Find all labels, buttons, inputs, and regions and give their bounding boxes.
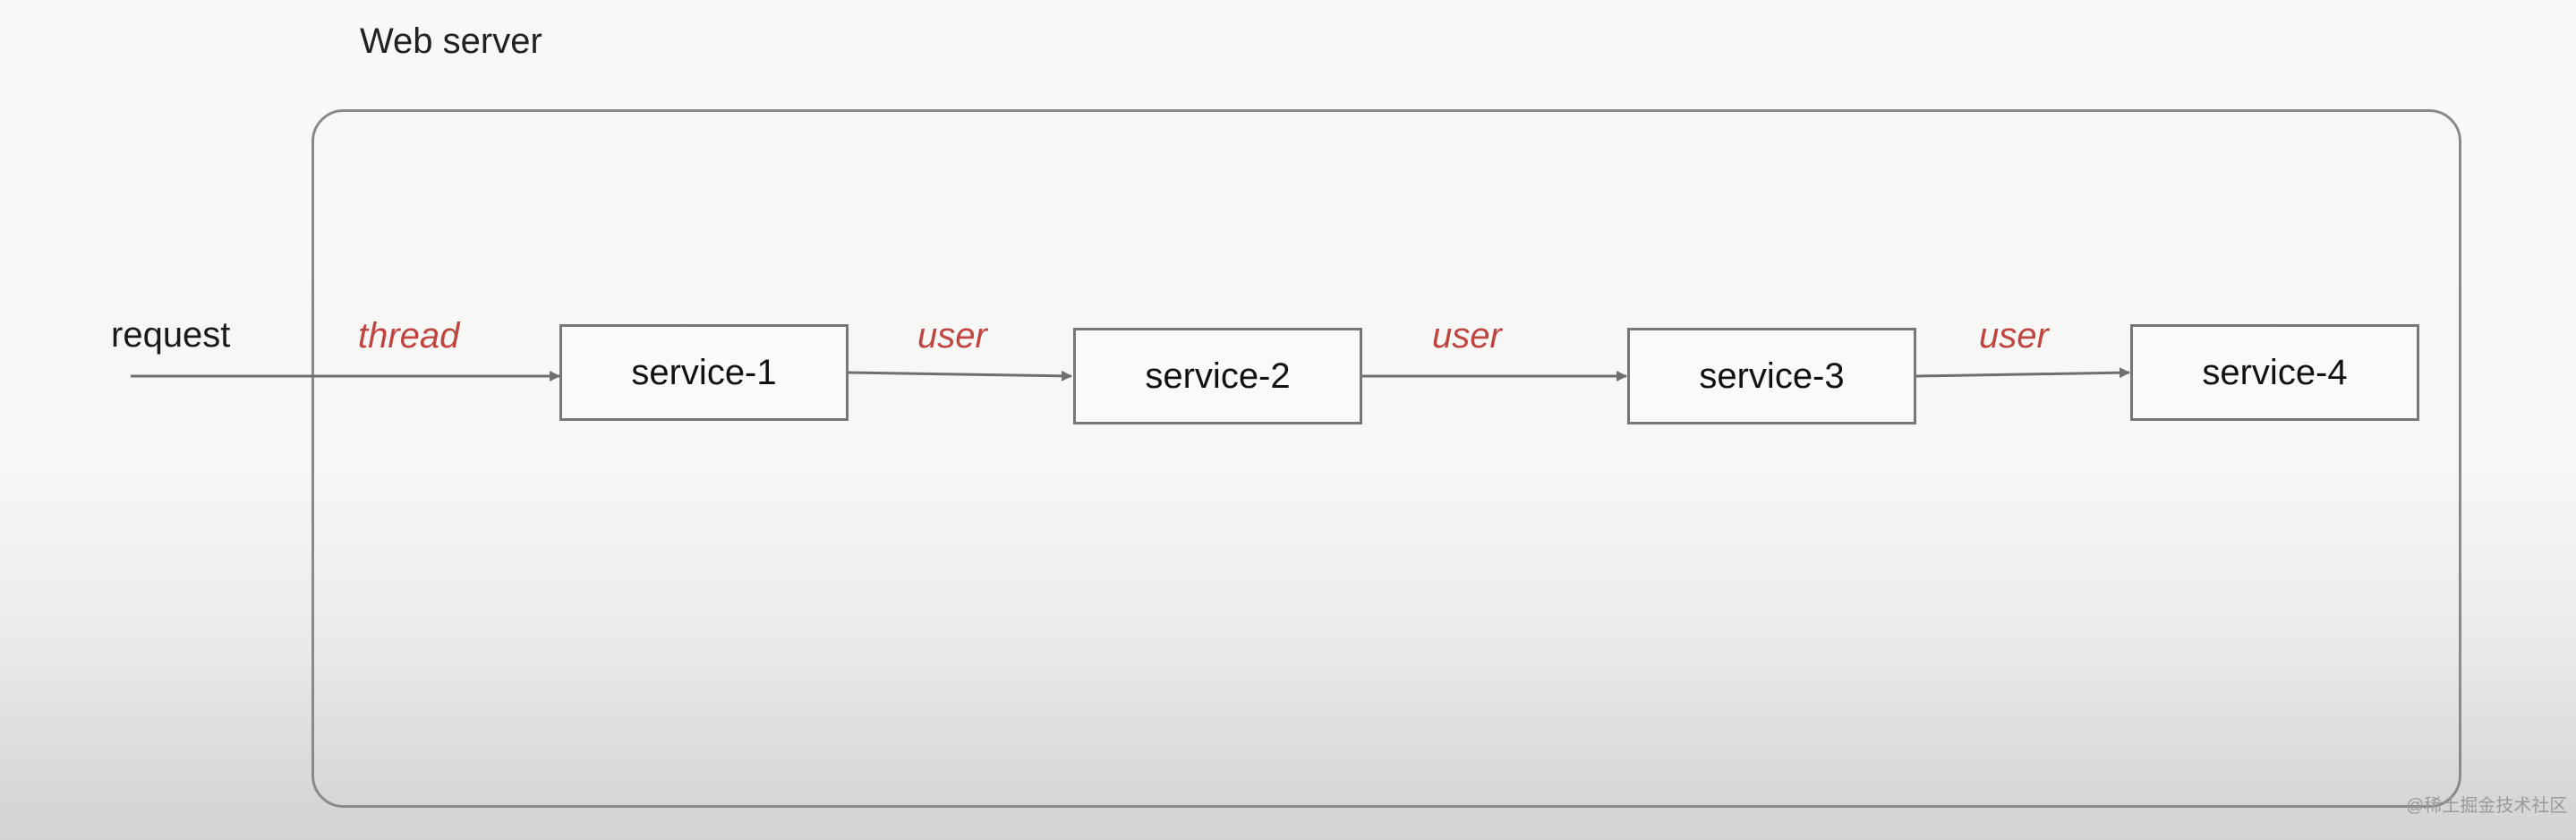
service-1-node: service-1 [559, 324, 849, 421]
service-4-node: service-4 [2130, 324, 2419, 421]
arrow-service-3-to-service-4 [1915, 367, 2130, 379]
watermark: @稀土掘金技术社区 [2406, 796, 2568, 816]
service-3-node: service-3 [1627, 328, 1916, 424]
edge-label-thread: thread [358, 316, 460, 356]
request-label: request [111, 315, 231, 355]
edge-label-user-3: user [1979, 316, 2049, 356]
web-server-title: Web server [360, 21, 542, 61]
edge-label-user-2: user [1432, 316, 1502, 356]
web-server-container [311, 109, 2461, 808]
service-2-node: service-2 [1073, 328, 1362, 424]
edge-label-user-1: user [917, 316, 987, 356]
arrow-service-1-to-service-2 [848, 370, 1072, 381]
